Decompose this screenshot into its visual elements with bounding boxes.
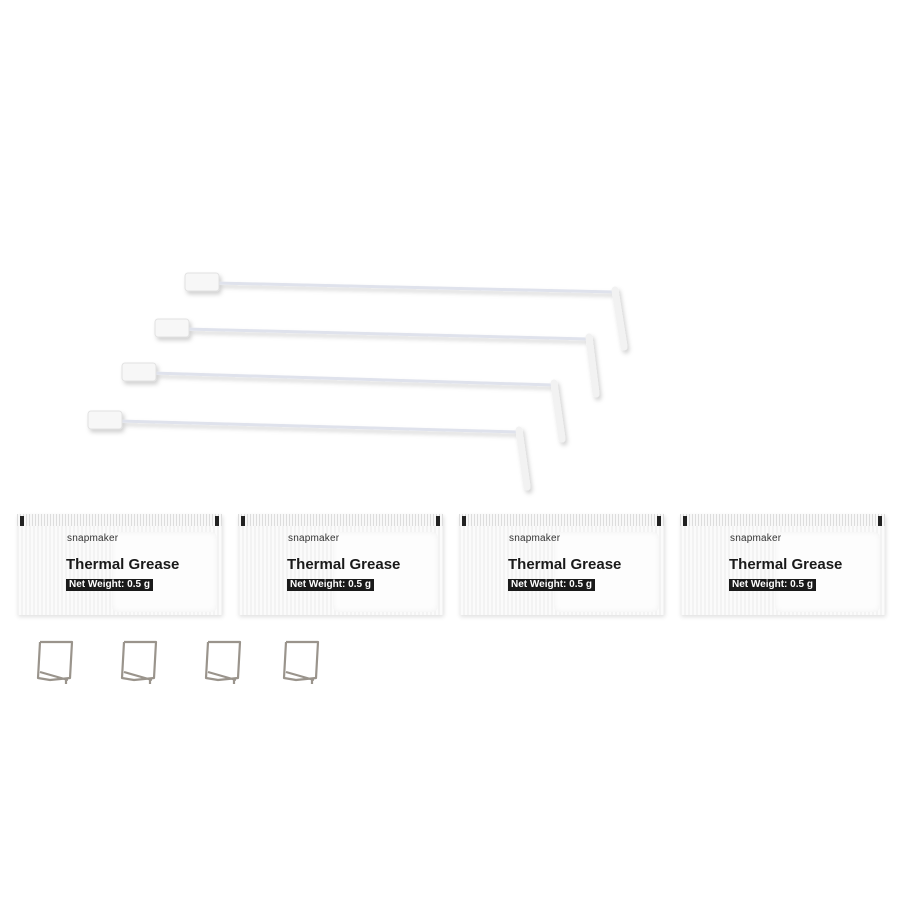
thermal-grease-packet-3: snapmaker Thermal Grease Net Weight: 0.5… bbox=[459, 514, 664, 615]
brand-logo: snapmaker bbox=[730, 533, 782, 544]
cable-2 bbox=[154, 318, 600, 398]
net-weight: Net Weight: 0.5 g bbox=[508, 579, 595, 591]
net-weight: Net Weight: 0.5 g bbox=[729, 579, 816, 591]
brand-logo: snapmaker bbox=[67, 533, 119, 544]
packet-title: Thermal Grease bbox=[287, 556, 401, 573]
packet-title: Thermal Grease bbox=[508, 556, 622, 573]
packet-title: Thermal Grease bbox=[729, 556, 843, 573]
cable-1 bbox=[184, 272, 628, 351]
net-weight: Net Weight: 0.5 g bbox=[66, 579, 153, 591]
cable-3 bbox=[121, 362, 566, 443]
brand-logo: snapmaker bbox=[509, 533, 561, 544]
brand-logo: snapmaker bbox=[288, 533, 340, 544]
net-weight: Net Weight: 0.5 g bbox=[287, 579, 374, 591]
packet-title: Thermal Grease bbox=[66, 556, 180, 573]
thermal-grease-packet-1: snapmaker Thermal Grease Net Weight: 0.5… bbox=[17, 514, 222, 615]
thermal-grease-packet-2: snapmaker Thermal Grease Net Weight: 0.5… bbox=[238, 514, 443, 615]
cable-4 bbox=[87, 410, 531, 491]
thermal-grease-packet-4: snapmaker Thermal Grease Net Weight: 0.5… bbox=[680, 514, 885, 615]
